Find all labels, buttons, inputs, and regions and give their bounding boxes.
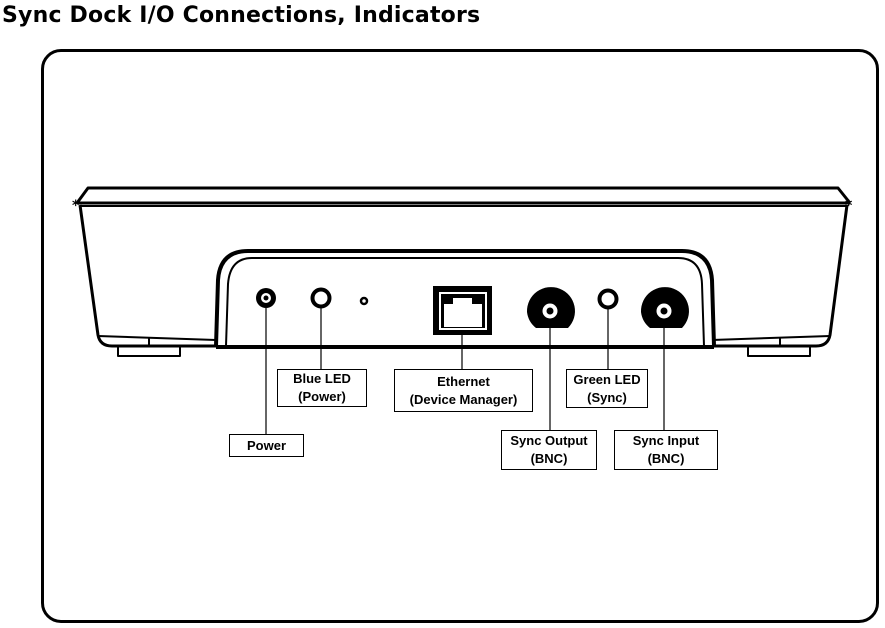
green-led-icon: [597, 288, 619, 310]
dock-foot-left: [117, 345, 181, 357]
callout-sync-input-line-1: Sync Input: [632, 433, 700, 448]
callout-power-line-1: Power: [246, 437, 286, 453]
sync-input-bnc-icon: [640, 287, 689, 328]
dock-body-left: [78, 204, 216, 348]
dock-lid-top: [75, 186, 852, 204]
callout-sync-input-line-2: (BNC): [647, 451, 685, 466]
callout-sync-output-line-1: Sync Output: [510, 433, 588, 448]
callout-green-led: Green LED (Sync): [566, 369, 648, 408]
callout-sync-output: Sync Output (BNC): [501, 430, 597, 470]
callout-sync-output-line-2: (BNC): [530, 451, 568, 466]
callout-ethernet: Ethernet (Device Manager): [394, 369, 533, 412]
diagram-title: Sync Dock I/O Connections, Indicators: [2, 3, 481, 28]
callout-ethernet-line-1: Ethernet: [437, 373, 490, 389]
reset-pinhole-icon: [359, 296, 369, 306]
port-panel-outer: [214, 249, 716, 347]
port-panel-inner: [225, 257, 705, 347]
blue-led-icon: [310, 287, 332, 309]
callout-sync-input: Sync Input (BNC): [614, 430, 718, 470]
callout-green-led-line-1: Green LED: [573, 371, 641, 387]
callout-green-led-line-2: (Sync): [587, 389, 627, 405]
callout-blue-led-line-1: Blue LED: [293, 371, 351, 386]
callout-power: Power: [229, 434, 304, 457]
dock-body-right: [712, 204, 849, 348]
callout-blue-led: Blue LED (Power): [277, 369, 367, 407]
sync-output-bnc-icon: [526, 287, 575, 328]
power-jack-icon: [256, 288, 276, 308]
ethernet-port-icon: [433, 286, 492, 335]
callout-ethernet-line-2: (Device Manager): [409, 391, 518, 407]
dock-foot-right: [747, 345, 811, 357]
corner-mark-left: *: [72, 198, 80, 214]
callout-blue-led-line-2: (Power): [298, 389, 346, 404]
corner-mark-right: *: [845, 198, 853, 214]
diagram-frame: [41, 49, 879, 623]
